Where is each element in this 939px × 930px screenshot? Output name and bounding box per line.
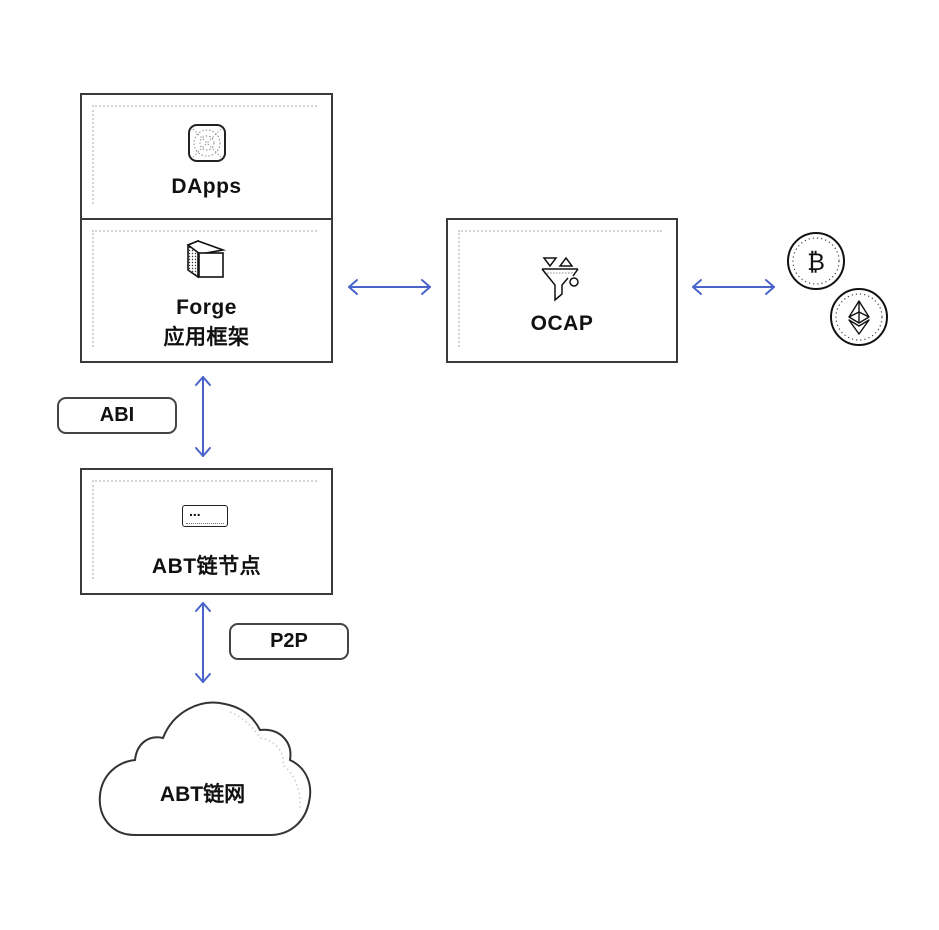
terminal-dotted-line (186, 523, 224, 524)
funnel-icon (541, 256, 579, 302)
vertical-arrow-p2p (195, 602, 211, 683)
ocap-box: OCAP (446, 218, 678, 363)
cube-icon (186, 240, 227, 279)
forge-box: Forge 应用框架 (80, 218, 333, 363)
abt-network-cloud (98, 701, 312, 836)
vertical-arrow-abi (195, 376, 211, 457)
dotted-frame (458, 230, 662, 347)
forge-label-line1: Forge (176, 296, 237, 319)
bitcoin-icon: ₿ (787, 232, 845, 290)
dotted-frame (92, 230, 317, 347)
dapps-label: DApps (171, 175, 242, 198)
ocap-label: OCAP (530, 312, 594, 335)
app-icon (188, 124, 226, 162)
horizontal-arrow-ocap-coins (692, 279, 775, 295)
dotted-frame (92, 105, 317, 204)
ethereum-icon (830, 288, 888, 346)
terminal-icon-text: ... (189, 503, 201, 519)
abt-network-label: ABT链网 (159, 783, 246, 806)
bitcoin-symbol: ₿ (807, 248, 825, 276)
p2p-tag: P2P (229, 623, 349, 660)
abt-node-label: ABT链节点 (151, 555, 262, 578)
dapps-box: DApps (80, 93, 333, 220)
abi-tag: ABI (57, 397, 177, 434)
abt-node-box: ... ABT链节点 (80, 468, 333, 595)
dotted-frame (92, 480, 317, 579)
horizontal-arrow-forge-ocap (348, 279, 431, 295)
terminal-icon: ... (182, 503, 228, 527)
forge-label-line2: 应用框架 (163, 326, 250, 349)
